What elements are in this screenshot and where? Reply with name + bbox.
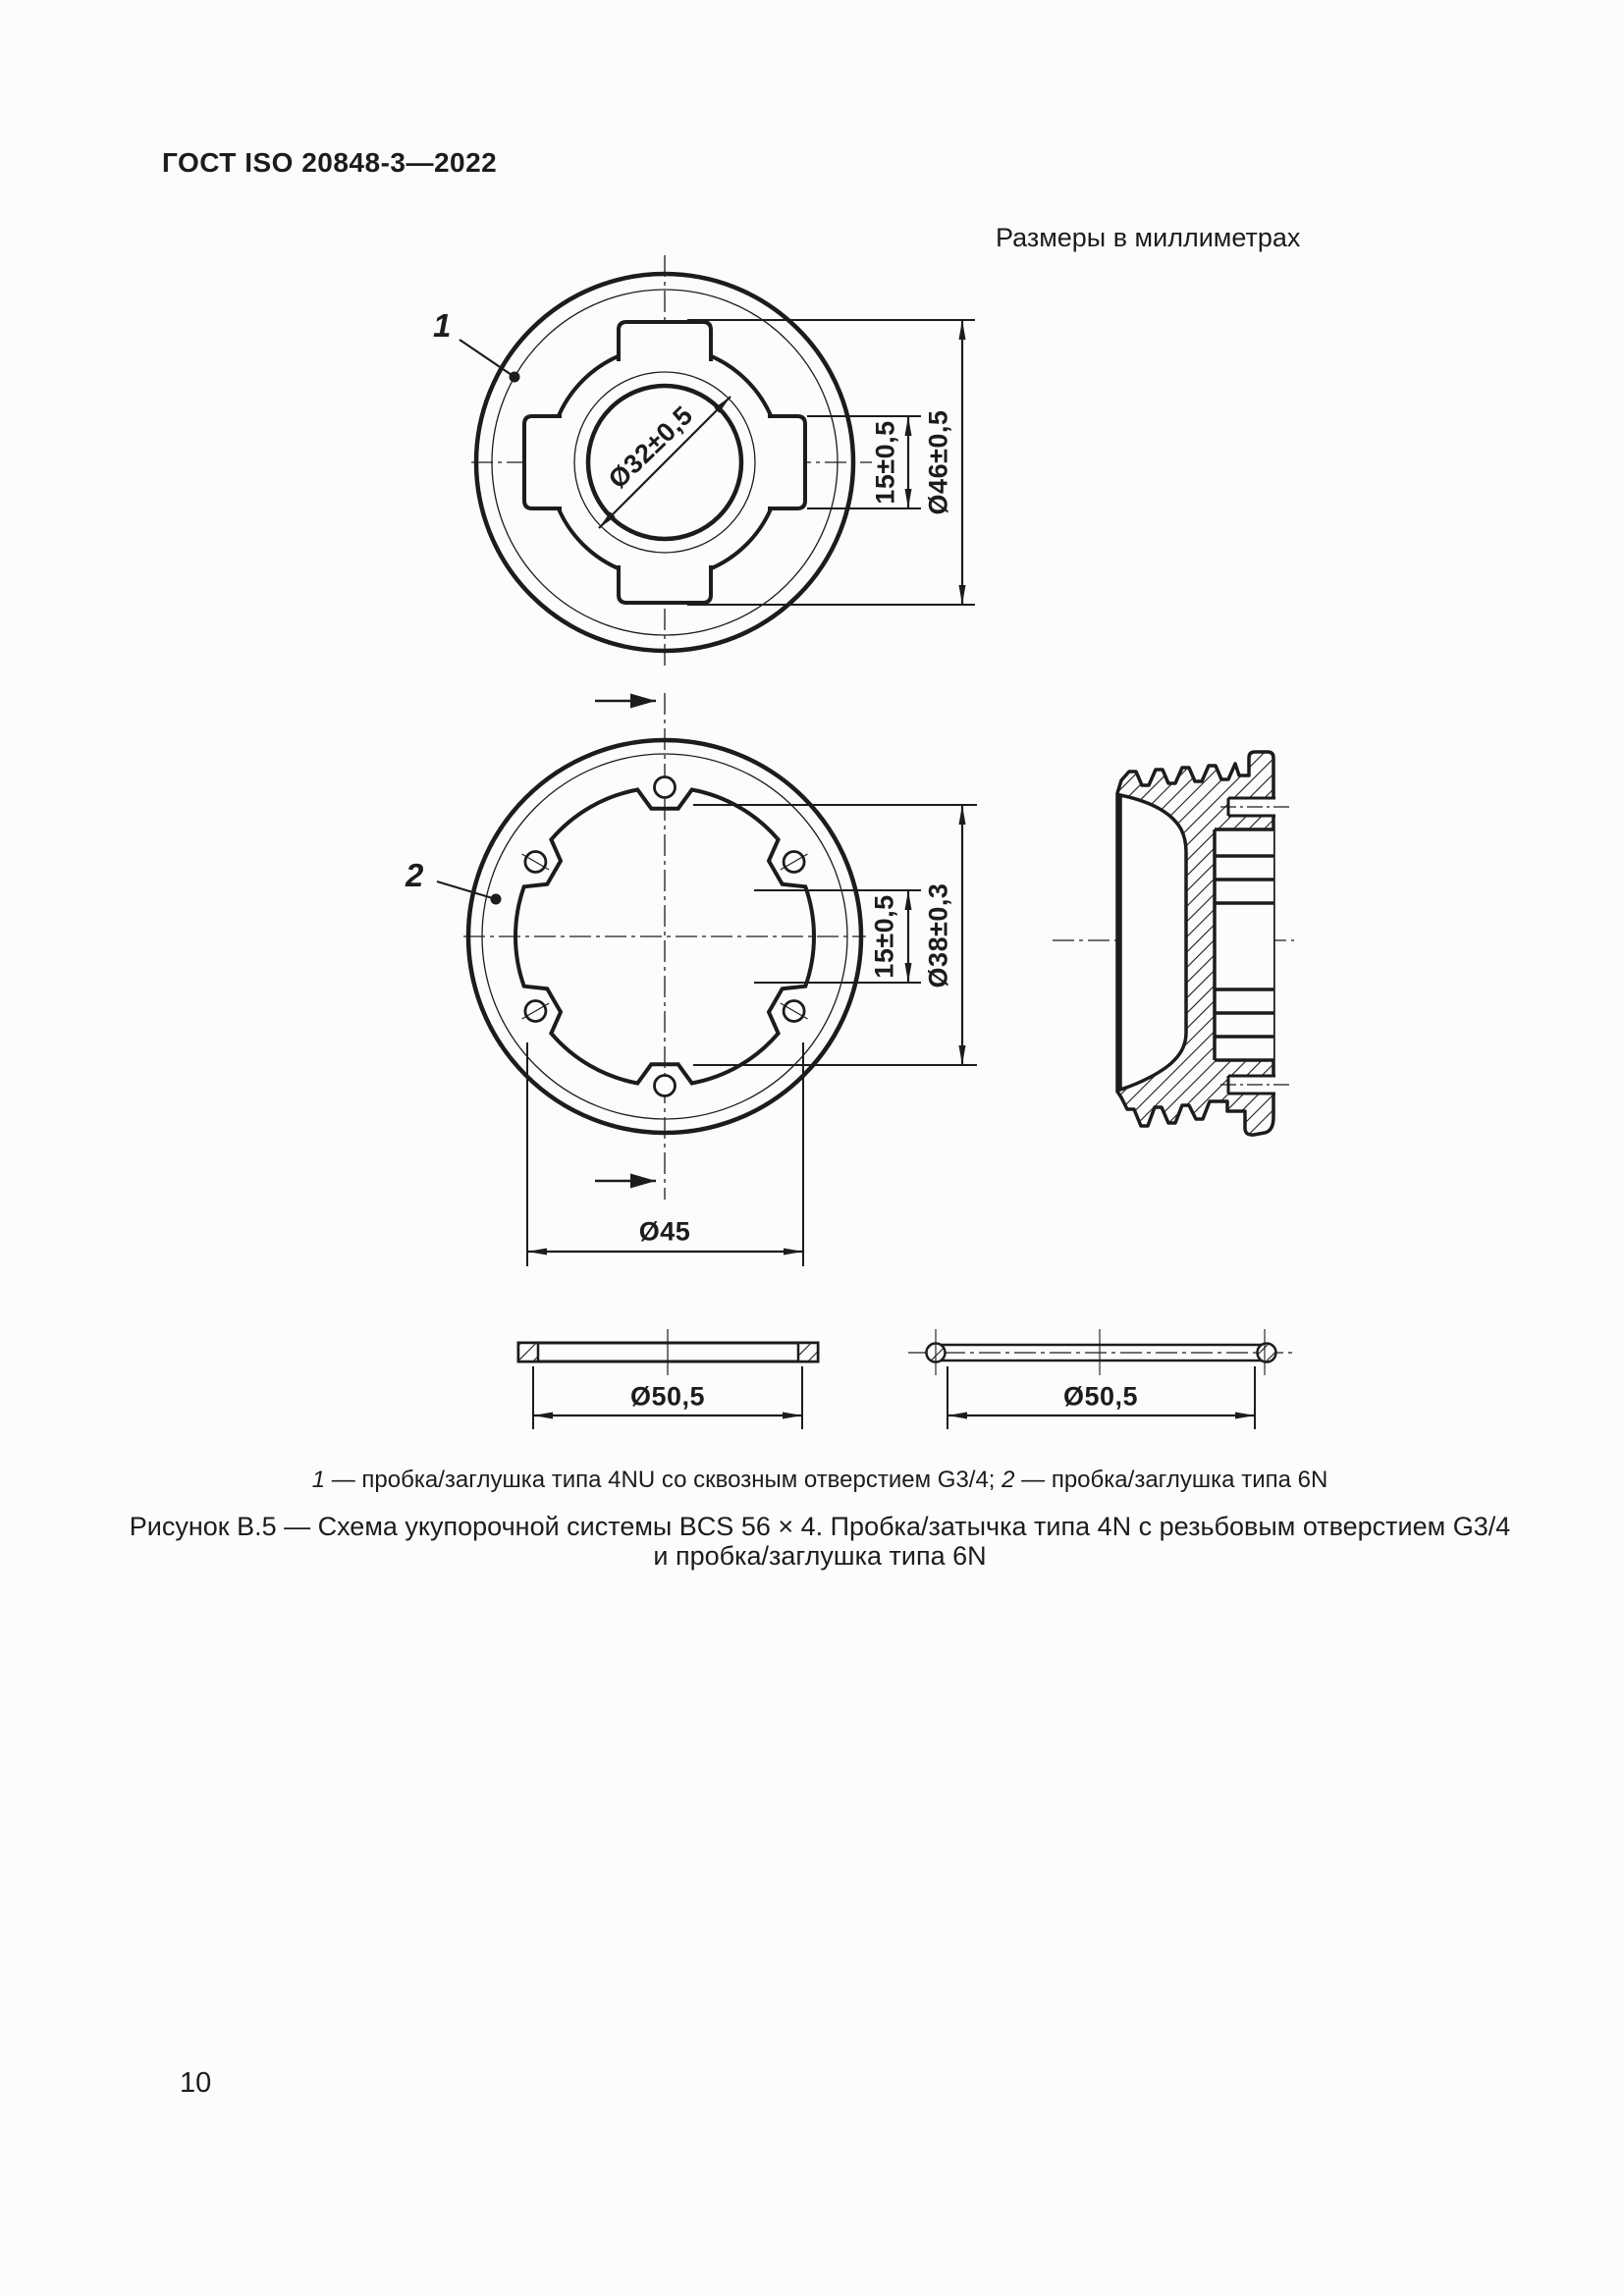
lug-top	[617, 320, 713, 361]
bore-thin-circle	[573, 371, 756, 554]
caption-text-1: — пробка/заглушка типа 4NU со сквозным о…	[325, 1467, 1002, 1493]
gasket-right-section	[908, 1329, 1296, 1429]
outer-circle	[473, 271, 856, 654]
leader-dot	[490, 893, 502, 905]
section-cavity	[1118, 792, 1188, 1093]
document-header: ГОСТ ISO 20848-3—2022	[162, 147, 498, 178]
dim-line-bore	[598, 396, 731, 529]
ring-end-hatch	[1256, 1342, 1277, 1363]
drawing1-front-view	[459, 255, 975, 666]
hole-centerline-ticks	[521, 853, 808, 1020]
dim-text-gasket-left: Ø50,5	[629, 1381, 706, 1412]
part-label-2: 2	[406, 857, 424, 893]
lug-left	[522, 414, 562, 510]
figure-caption: 1 — пробка/заглушка типа 4NU со сквозным…	[16, 1467, 1624, 1494]
section-thread-flats	[1213, 828, 1273, 1062]
side-section-view	[1053, 750, 1294, 1137]
outer-circle	[465, 737, 864, 1136]
castellated-profile	[514, 787, 816, 1086]
gasket-left-section	[516, 1329, 820, 1429]
figure-title-line1: Рисунок В.5 — Схема укупорочной системы …	[129, 1512, 1511, 1541]
section-slot-bottom	[1220, 1074, 1292, 1095]
dim-text-outer: Ø46±0,5	[923, 409, 953, 515]
caption-ref-2: 2	[1001, 1467, 1015, 1493]
lug-bottom	[617, 565, 713, 605]
part-label-1: 1	[433, 307, 452, 344]
dim-text-lug-width: 15±0,5	[870, 420, 900, 505]
washer-end-hatch	[516, 1341, 540, 1363]
section-slot-top	[1220, 796, 1292, 818]
dim-text-inner: Ø38±0,3	[923, 882, 953, 988]
drawing2-front-view	[436, 693, 977, 1266]
caption-text-2: — пробка/заглушка типа 6N	[1014, 1467, 1328, 1493]
leader-line	[459, 339, 515, 378]
figure-title-line2: и пробка/заглушка типа 6N	[653, 1541, 987, 1571]
dim-text-bolt-circle: Ø45	[638, 1216, 691, 1247]
outer-thin-circle	[491, 289, 839, 636]
lug-right	[768, 414, 807, 510]
leader-line	[436, 880, 497, 901]
page-number: 10	[180, 2067, 212, 2099]
leader-dot	[509, 371, 520, 383]
washer-end-hatch	[796, 1341, 820, 1363]
dim-text-gasket-right: Ø50,5	[1062, 1381, 1139, 1412]
units-note: Размеры в миллиметрах	[996, 223, 1301, 252]
caption-ref-1: 1	[311, 1467, 326, 1493]
dim-text-slot-width: 15±0,5	[869, 894, 899, 979]
outer-thin-circle	[481, 753, 848, 1120]
